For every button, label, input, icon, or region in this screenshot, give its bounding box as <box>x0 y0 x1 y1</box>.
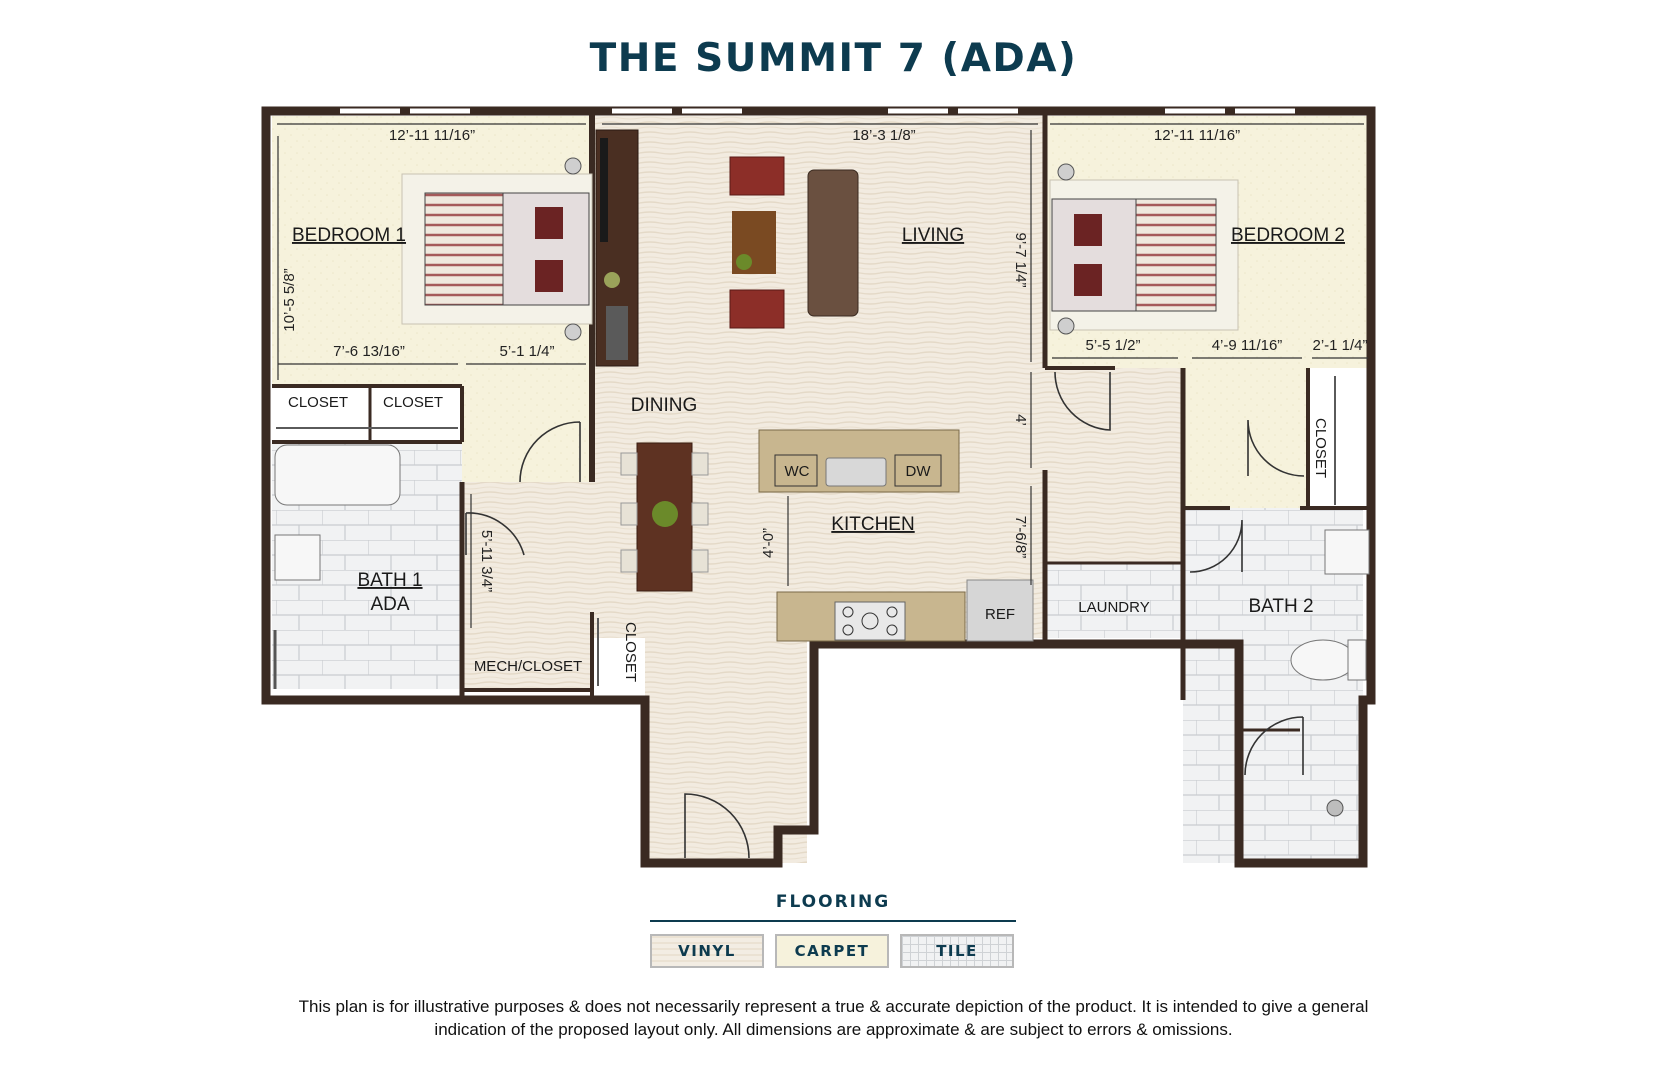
closet-rods <box>276 376 1336 686</box>
dim-hall: 4’ <box>1012 414 1029 426</box>
disclaimer-line-2: indication of the proposed layout only. … <box>434 1020 1233 1039</box>
room-label-closet-1: CLOSET <box>288 394 348 411</box>
dim-bed1-depth: 10’-5 5/8” <box>281 268 298 331</box>
room-label-kitchen: KITCHEN <box>831 514 914 535</box>
disclaimer-line-1: This plan is for illustrative purposes &… <box>298 997 1369 1016</box>
dim-living-depth: 9’-7 1/4” <box>1012 232 1029 287</box>
plan-title: THE SUMMIT 7 (ADA) <box>589 36 1078 81</box>
legend-heading: FLOORING <box>775 892 891 912</box>
bedroom1-entry-floor <box>462 386 592 482</box>
dining-table <box>620 442 709 592</box>
legend-swatch-vinyl: VINYL <box>650 934 764 968</box>
room-label-bath2: BATH 2 <box>1248 596 1313 617</box>
doors <box>465 371 1305 859</box>
kitchen-island <box>758 429 960 493</box>
bath1-fixtures <box>273 444 401 689</box>
room-label-dining: DINING <box>631 395 698 416</box>
legend-rule <box>650 920 1016 922</box>
dim-hall-depth: 5’-11 3/4” <box>478 530 495 592</box>
dim-bed1-closet-a: 7’-6 13/16” <box>333 343 405 360</box>
room-label-mech-closet: MECH/CLOSET <box>474 658 582 675</box>
living-furniture <box>729 156 859 329</box>
dim-bed1-closet-b: 5’-1 1/4” <box>499 343 554 360</box>
bedroom2-entry-floor <box>1183 368 1308 508</box>
room-label-bath1-ada: ADA <box>370 594 409 615</box>
legend-swatch-carpet: CARPET <box>775 934 889 968</box>
hall-floor <box>1045 368 1183 563</box>
room-label-closet-2: CLOSET <box>383 394 443 411</box>
room-label-closet-3: CLOSET <box>1312 418 1329 478</box>
dim-kitchen-depth: 7’-6/8” <box>1012 516 1029 559</box>
appliance-label-ref: REF <box>985 606 1015 623</box>
dimension-labels: 12’-11 11/16” 18’-3 1/8” 12’-11 11/16” 1… <box>281 127 1368 592</box>
disclaimer: This plan is for illustrative purposes &… <box>240 995 1427 1041</box>
dimension-lines <box>277 123 1368 628</box>
room-labels: BEDROOM 1 LIVING BEDROOM 2 DINING KITCHE… <box>288 225 1345 682</box>
room-label-living: LIVING <box>902 225 964 246</box>
room-label-bath1: BATH 1 <box>357 570 422 591</box>
media-console <box>595 129 639 367</box>
room-label-bedroom1: BEDROOM 1 <box>292 225 406 246</box>
dim-kitchen-aisle: 4’-0” <box>760 528 777 558</box>
room-label-laundry: LAUNDRY <box>1078 599 1149 616</box>
hall1-floor <box>462 482 592 617</box>
legend-swatch-tile: TILE <box>900 934 1014 968</box>
laundry-floor <box>1045 563 1183 638</box>
dim-bed2-a: 5’-5 1/2” <box>1085 337 1140 354</box>
room-label-closet-4: CLOSET <box>622 622 639 682</box>
dim-bed2-c: 2’-1 1/4” <box>1312 337 1367 354</box>
mech-floor <box>462 617 592 689</box>
dim-bed1-width: 12’-11 11/16” <box>389 127 475 144</box>
floor-fills <box>272 116 1370 863</box>
dim-bed2-width: 12’-11 11/16” <box>1154 127 1240 144</box>
dim-bed2-b: 4’-9 11/16” <box>1212 337 1283 354</box>
appliance-label-wc: WC <box>785 463 810 480</box>
kitchen-counter <box>776 579 1034 642</box>
bath2-fixtures <box>1290 529 1370 817</box>
room-label-bedroom2: BEDROOM 2 <box>1231 225 1345 246</box>
walls <box>261 106 1376 868</box>
bedroom1-bed <box>401 157 593 341</box>
appliance-label-dw: DW <box>906 463 932 480</box>
bedroom2-bed <box>1049 163 1239 335</box>
dim-living-width: 18’-3 1/8” <box>852 127 915 144</box>
